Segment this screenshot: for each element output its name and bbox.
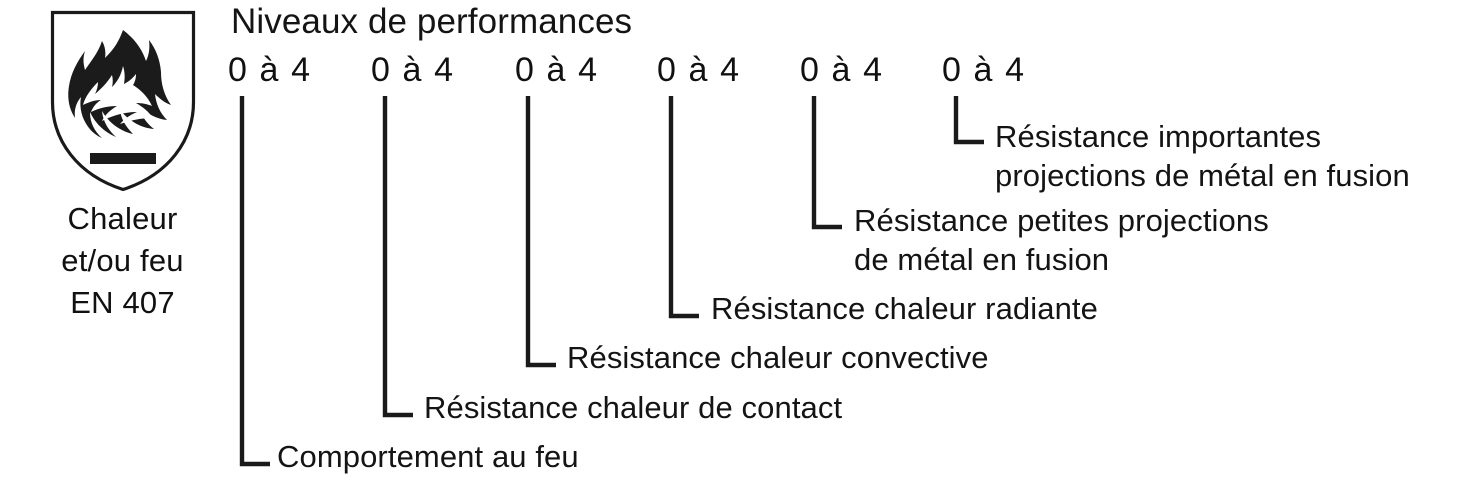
level-value-importantes-projections: 0 à 4 <box>942 51 1026 89</box>
leader-line-petites-projections <box>811 96 842 230</box>
page-title: Niveaux de performances <box>231 2 633 41</box>
pictogram-block: Chaleur et/ou feu EN 407 <box>0 0 245 330</box>
leader-line-chaleur-convective <box>525 96 556 368</box>
leader-line-chaleur-de-contact <box>382 96 413 418</box>
callout-importantes-projections: Résistance importantes projections de mé… <box>995 119 1410 193</box>
callout-petites-projections: Résistance petites projections de métal … <box>854 203 1269 277</box>
callout-chaleur-convective: Résistance chaleur convective <box>567 340 989 375</box>
flame-shield-icon <box>50 10 196 192</box>
level-value-chaleur-convective: 0 à 4 <box>515 51 599 89</box>
callout-comportement-au-feu: Comportement au feu <box>277 439 579 474</box>
leader-line-importantes-projections <box>953 96 984 145</box>
callout-chaleur-radiante: Résistance chaleur radiante <box>711 291 1098 326</box>
level-value-comportement-au-feu: 0 à 4 <box>228 51 312 89</box>
pictogram-caption: Chaleur et/ou feu EN 407 <box>61 201 184 320</box>
leader-line-comportement-au-feu <box>239 96 270 467</box>
callout-chaleur-de-contact: Résistance chaleur de contact <box>424 390 843 425</box>
level-value-chaleur-radiante: 0 à 4 <box>657 51 741 89</box>
leader-line-chaleur-radiante <box>668 96 699 319</box>
level-value-petites-projections: 0 à 4 <box>800 51 884 89</box>
level-value-chaleur-de-contact: 0 à 4 <box>371 51 455 89</box>
